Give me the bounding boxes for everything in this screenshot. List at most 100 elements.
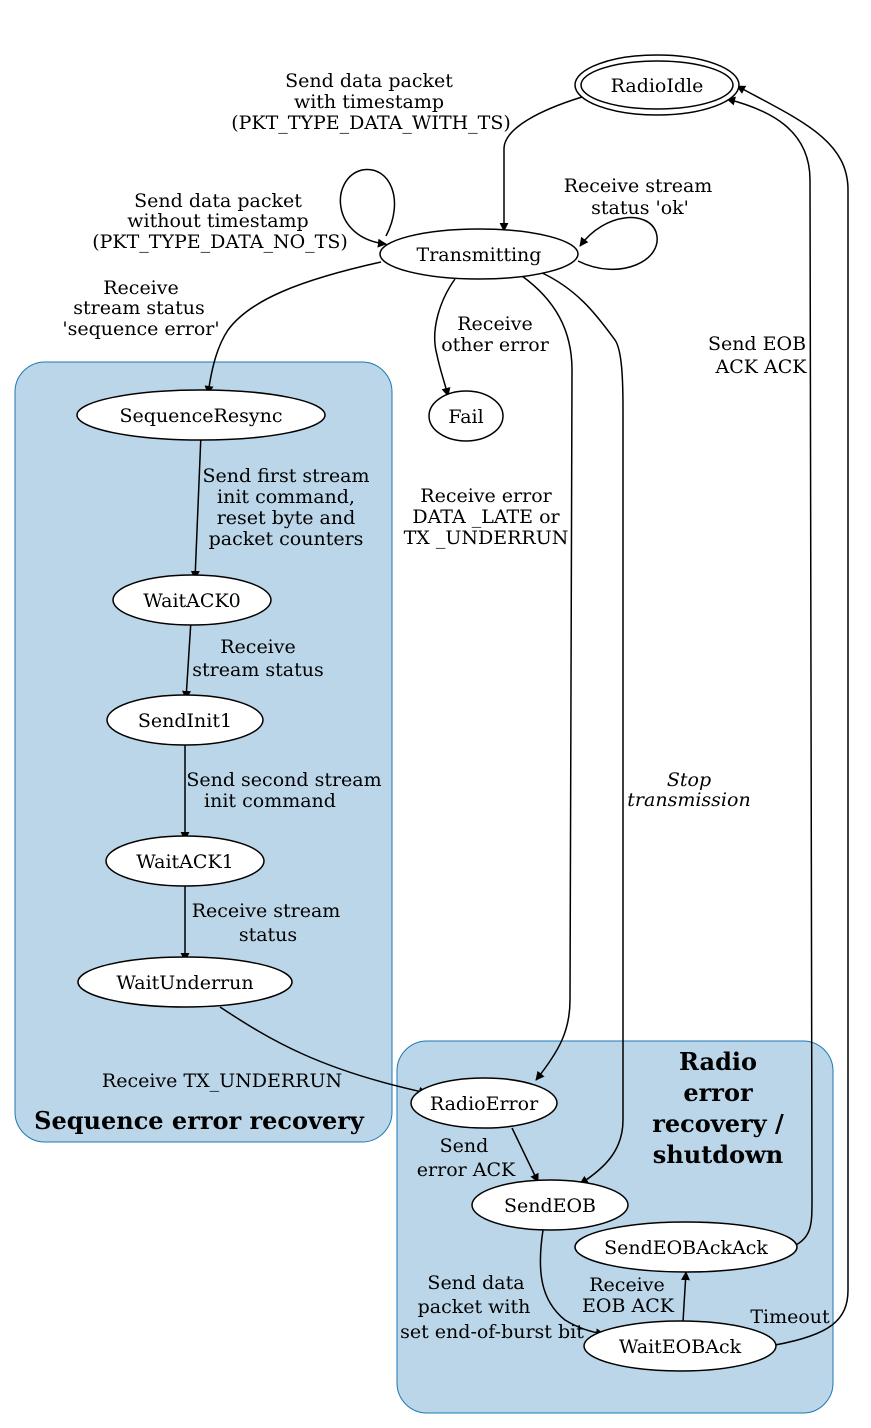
edge-self-loop-no-ts xyxy=(339,168,396,248)
node-wait-underrun: WaitUnderrun xyxy=(77,956,293,1008)
svg-text:Stop: Stop xyxy=(667,769,711,791)
edge-label-eob-bit: Send data packet with set end-of-burst b… xyxy=(400,1272,584,1343)
node-label: WaitACK0 xyxy=(143,590,240,612)
cluster-sequence-error-recovery xyxy=(14,361,393,1143)
edge-label-other-error: Receive other error xyxy=(441,313,550,356)
edge-label-recv-status0: Receive stream status xyxy=(192,636,323,681)
edge-send-eob-to-wait-eob-ack xyxy=(539,1229,605,1338)
edge-label-timeout: Timeout xyxy=(750,1306,830,1328)
node-send-eob-ack-ack: SendEOBAckAck xyxy=(574,1221,798,1273)
node-transmitting: Transmitting xyxy=(379,228,579,280)
svg-text:init command,: init command, xyxy=(217,486,355,508)
svg-text:other error: other error xyxy=(441,334,550,356)
svg-text:(PKT_TYPE_DATA_NO_TS): (PKT_TYPE_DATA_NO_TS) xyxy=(92,231,348,253)
edge-wait-ack0-to-send-init1 xyxy=(182,619,192,700)
svg-text:packet counters: packet counters xyxy=(209,528,364,550)
svg-text:Send: Send xyxy=(440,1135,489,1157)
edge-wait-eob-ack-to-send-eob-ack-ack xyxy=(681,1271,691,1323)
edge-transmitting-to-radio-error xyxy=(521,275,573,1081)
svg-text:Receive TX_UNDERRUN: Receive TX_UNDERRUN xyxy=(102,1070,342,1092)
svg-text:TX _UNDERRUN: TX _UNDERRUN xyxy=(404,527,569,549)
edge-label-eob-ack-ack: Send EOB ACK ACK xyxy=(708,333,807,378)
edge-label-no-ts: Send data packet without timestamp (PKT_… xyxy=(92,190,348,253)
svg-text:transmission: transmission xyxy=(627,789,750,811)
edge-label-first-init: Send first stream init command, reset by… xyxy=(203,465,370,550)
svg-text:without timestamp: without timestamp xyxy=(127,210,308,232)
edges xyxy=(180,85,849,1346)
edge-sequence-resync-to-wait-ack0 xyxy=(190,433,202,580)
node-label: Fail xyxy=(448,406,483,428)
node-label: SendEOB xyxy=(504,1195,596,1217)
svg-text:EOB ACK: EOB ACK xyxy=(582,1295,675,1317)
svg-text:Send data packet: Send data packet xyxy=(134,190,302,212)
svg-text:reset byte and: reset byte and xyxy=(217,507,356,529)
edge-label-status-ok: Receive stream status 'ok' xyxy=(564,175,713,219)
svg-text:Timeout: Timeout xyxy=(750,1306,830,1328)
svg-text:status: status xyxy=(239,924,297,946)
svg-text:Send EOB: Send EOB xyxy=(708,333,806,355)
edge-transmitting-to-fail xyxy=(433,278,456,397)
node-send-init1: SendInit1 xyxy=(106,694,264,746)
svg-text:(PKT_TYPE_DATA_WITH_TS): (PKT_TYPE_DATA_WITH_TS) xyxy=(231,112,511,134)
svg-text:stream status: stream status xyxy=(192,659,323,681)
edge-wait-eob-ack-timeout-to-idle xyxy=(736,85,849,1346)
svg-text:Send first stream: Send first stream xyxy=(203,465,370,487)
edge-label-tx-underrun: Receive TX_UNDERRUN xyxy=(102,1070,342,1092)
svg-text:Receive: Receive xyxy=(103,277,179,299)
node-label: WaitACK1 xyxy=(136,851,233,873)
node-label: RadioError xyxy=(430,1093,539,1115)
svg-text:ACK ACK: ACK ACK xyxy=(715,356,808,378)
node-label: WaitEOBAck xyxy=(619,1336,742,1358)
edge-label-recv-status1: Receive stream status xyxy=(192,900,341,946)
node-label: RadioIdle xyxy=(611,75,704,97)
node-label: SendEOBAckAck xyxy=(604,1237,768,1259)
svg-text:packet with: packet with xyxy=(418,1296,531,1318)
edge-transmitting-to-sequence-resync xyxy=(204,261,382,395)
cluster-radio-error-recovery xyxy=(396,1040,834,1414)
cluster-title-radio-line-3: recovery / xyxy=(652,1109,784,1138)
svg-text:Receive: Receive xyxy=(457,313,533,335)
edge-self-loop-status-ok xyxy=(577,216,658,271)
svg-text:status 'ok': status 'ok' xyxy=(591,197,689,219)
node-wait-ack1: WaitACK1 xyxy=(105,835,265,887)
svg-text:Send second stream: Send second stream xyxy=(186,769,381,791)
node-label: SendInit1 xyxy=(138,710,232,732)
node-label: SequenceResync xyxy=(120,405,283,427)
svg-text:Receive stream: Receive stream xyxy=(192,900,341,922)
edge-wait-underrun-to-radio-error xyxy=(219,1006,428,1096)
node-wait-ack0: WaitACK0 xyxy=(112,574,272,626)
svg-text:Receive: Receive xyxy=(589,1274,665,1296)
node-radio-idle: RadioIdle xyxy=(574,54,740,116)
node-sequence-resync: SequenceResync xyxy=(76,389,326,441)
edge-transmitting-to-send-eob xyxy=(539,271,624,1185)
node-fail: Fail xyxy=(428,390,504,442)
cluster-title-radio-line-2: error xyxy=(683,1078,753,1107)
svg-text:set end-of-burst bit: set end-of-burst bit xyxy=(400,1321,584,1343)
node-label: WaitUnderrun xyxy=(116,972,253,994)
svg-text:Send data: Send data xyxy=(427,1272,524,1294)
edge-label-second-init: Send second stream init command xyxy=(186,769,381,812)
edge-label-stop: Stop transmission xyxy=(627,769,750,811)
edge-label-seq-error: Receive stream status 'sequence error' xyxy=(62,277,219,340)
cluster-title-sequence: Sequence error recovery xyxy=(34,1106,365,1135)
svg-text:DATA _LATE or: DATA _LATE or xyxy=(412,506,560,528)
svg-text:'sequence error': 'sequence error' xyxy=(62,318,219,340)
svg-text:Send data packet: Send data packet xyxy=(285,70,453,92)
cluster-title-radio-line-1: Radio xyxy=(679,1047,757,1076)
svg-text:Receive stream: Receive stream xyxy=(564,175,713,197)
svg-text:with timestamp: with timestamp xyxy=(294,91,444,113)
edge-label-data-late: Receive error DATA _LATE or TX _UNDERRUN xyxy=(404,485,569,549)
edge-label-error-ack: Send error ACK xyxy=(417,1135,516,1181)
node-label: Transmitting xyxy=(417,244,542,266)
node-radio-error: RadioError xyxy=(410,1077,558,1129)
edge-idle-to-transmitting xyxy=(499,96,583,232)
svg-text:error ACK: error ACK xyxy=(417,1159,516,1181)
node-wait-eob-ack: WaitEOBAck xyxy=(583,1320,777,1372)
svg-text:Receive error: Receive error xyxy=(420,485,552,507)
svg-text:init command: init command xyxy=(204,790,336,812)
node-send-eob: SendEOB xyxy=(471,1179,629,1231)
svg-text:Receive: Receive xyxy=(220,636,296,658)
cluster-title-radio-line-4: shutdown xyxy=(653,1140,783,1169)
edge-send-eob-ack-ack-to-idle xyxy=(726,96,813,1249)
